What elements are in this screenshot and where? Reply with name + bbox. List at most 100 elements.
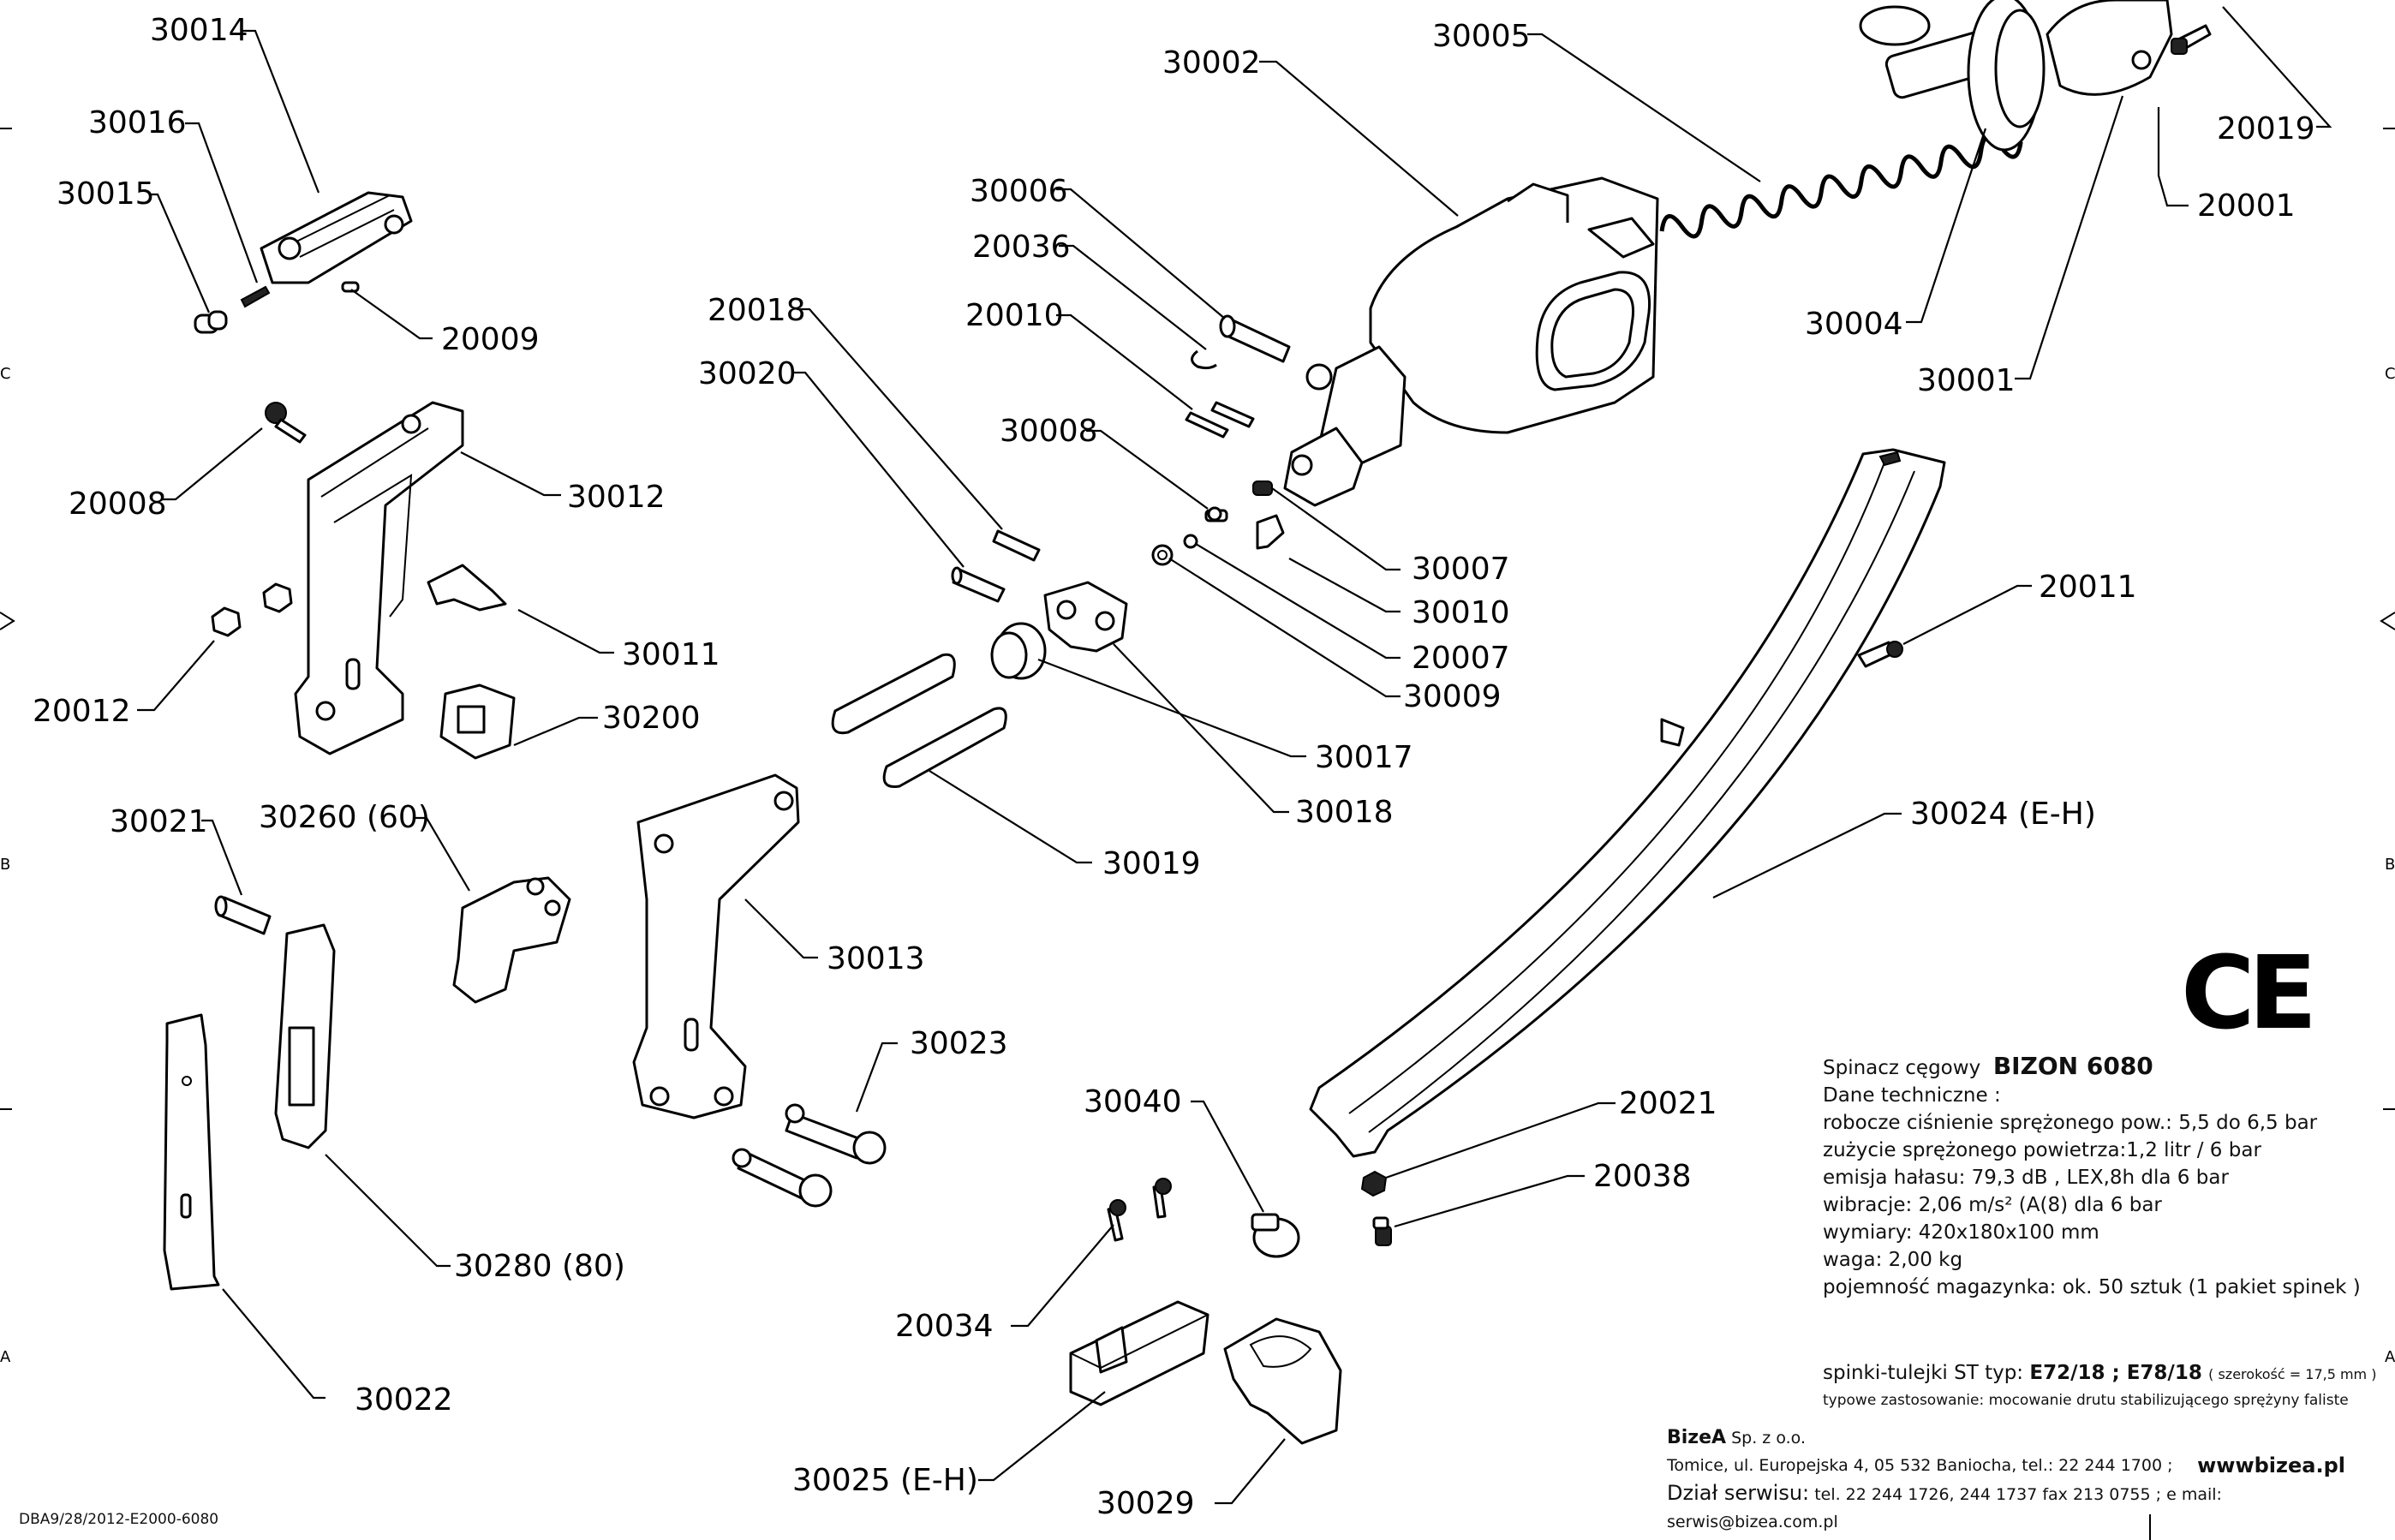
part-magazine-30024 [1309,448,1946,1158]
spec-line: zużycie sprężonego powietrza:1,2 litr / … [1823,1139,2261,1161]
callout-30022: 30022 [355,1382,453,1418]
part-clip-20036 [1191,349,1217,370]
part-nut-20021 [1360,1170,1388,1197]
part-screw-30008 [1204,506,1228,522]
part-piston-30004 [1859,0,2046,152]
callout-30020: 30020 [698,356,797,391]
part-pin-30021 [214,895,272,935]
spec-line: waga: 2,00 kg [1823,1249,1963,1271]
part-trigger-30010 [1256,514,1285,550]
callout-30019: 30019 [1102,846,1201,881]
company-name: BizeA [1667,1427,1727,1448]
company-name-line: BizeA Sp. z o.o. [1667,1424,2352,1452]
callout-20018: 20018 [708,293,806,328]
part-links-30019 [831,653,1007,789]
frame-letter-a-right: A [2385,1348,2395,1366]
callout-30012: 30012 [567,480,666,515]
callout-20038: 20038 [1593,1159,1692,1194]
callout-20021: 20021 [1619,1086,1717,1121]
clip-types-line: spinki-tulejki ST typ: E72/18 ; E78/18 (… [1823,1360,2388,1388]
part-screw-20038 [1372,1216,1392,1246]
callout-30260: 30260 (60) [259,800,430,835]
spec-line: robocze ciśnienie sprężonego pow.: 5,5 d… [1823,1112,2318,1134]
part-flat-bar-30022 [163,1013,220,1291]
callout-30021: 30021 [110,804,208,839]
company-website[interactable]: wwwbizea.pl [2197,1453,2345,1477]
part-bracket-30260 [452,876,571,1004]
callout-30023: 30023 [910,1026,1008,1061]
company-legal-form: Sp. z o.o. [1731,1429,1806,1447]
callout-30013: 30013 [827,941,925,976]
part-clevis-30018 [1043,581,1128,653]
part-callouts: 30014 30016 30015 20009 20008 30012 2001… [33,13,2315,1521]
callout-30002: 30002 [1162,45,1261,81]
part-roller-30017 [990,622,1047,680]
callout-30280: 30280 (80) [454,1249,625,1284]
callout-30016: 30016 [88,105,187,140]
callout-30008: 30008 [1000,414,1098,449]
clip-types-block: spinki-tulejki ST typ: E72/18 ; E78/18 (… [1823,1360,2388,1413]
part-washer-20007 [1183,534,1198,549]
clip-usage: typowe zastosowanie: mocowanie drutu sta… [1823,1392,2349,1409]
part-small-spring [240,285,271,308]
callout-30029: 30029 [1096,1486,1195,1521]
part-spring-30007 [1252,481,1273,496]
callout-30018: 30018 [1295,795,1394,830]
company-block: BizeA Sp. z o.o. Tomice, ul. Europejska … [1667,1424,2352,1536]
clip-types-values: E72/18 ; E78/18 [2029,1362,2202,1384]
callout-30040: 30040 [1084,1084,1182,1119]
spec-heading: Dane techniczne : [1823,1084,2001,1107]
callout-20019: 20019 [2217,111,2315,146]
spec-line: wibracje: 2,06 m/s² (A(8) dla 6 bar [1823,1194,2162,1216]
spec-line: pojemność magazynka: ok. 50 sztuk (1 pak… [1823,1276,2361,1298]
spec-title-prefix: Spinacz cęgowy [1823,1057,1981,1079]
part-nut-30009 [1151,544,1174,566]
callout-20008: 20008 [69,486,167,522]
part-pin-20018 [992,529,1041,562]
part-small-button [194,310,228,334]
callout-20012: 20012 [33,694,131,729]
callout-30015: 30015 [57,176,155,212]
part-pin-30020 [951,566,1006,603]
part-screws-20034 [1107,1178,1172,1242]
part-jaw-30029 [1223,1317,1342,1445]
frame-zone-marks [0,128,2395,1540]
part-small-pin [341,281,360,293]
callout-30005: 30005 [1432,19,1531,54]
document-id: DBA9/28/2012-E2000-6080 [19,1511,219,1528]
callout-30024: 30024 (E-H) [1910,797,2096,832]
part-cylinder-body-30002 [1283,176,1659,507]
service-line: Dział serwisu: tel. 22 244 1726, 244 173… [1667,1479,2352,1536]
callout-20036: 20036 [972,230,1071,265]
frame-letter-a-left: A [0,1348,11,1366]
clip-width-note: ( szerokość = 17,5 mm ) [2208,1366,2377,1382]
callout-30001: 30001 [1917,363,2016,398]
part-screw-20008 [265,402,307,444]
callout-30006: 30006 [970,174,1068,209]
callout-30010: 30010 [1412,595,1510,630]
callout-20009: 20009 [441,322,540,357]
part-screw-20019 [2171,24,2212,55]
spec-title-line: Spinacz cęgowy BIZON 6080 [1823,1053,2371,1082]
callout-30011: 30011 [622,637,720,672]
part-latch-30011 [427,564,507,612]
frame-letter-c-left: C [0,365,11,383]
part-side-plate-30013 [632,773,800,1119]
callout-30017: 30017 [1315,740,1413,775]
frame-letter-b-left: B [0,856,10,874]
part-feeder-head [260,191,413,284]
callout-20034: 20034 [895,1309,994,1344]
ce-mark: CE [2181,934,2317,1052]
part-clip-30040 [1251,1213,1300,1258]
part-screw-20011 [1857,641,1903,668]
callout-30007: 30007 [1412,552,1510,587]
spec-line: emisja hałasu: 79,3 dB , LEX,8h dla 6 ba… [1823,1167,2229,1189]
company-address: Tomice, ul. Europejska 4, 05 532 Banioch… [1667,1456,2173,1475]
callout-30009: 30009 [1403,679,1502,714]
part-shoulder-screws-30023 [732,1103,887,1208]
part-pin-30006 [1219,314,1291,363]
callout-30200: 30200 [602,701,701,736]
callout-20011: 20011 [2039,570,2137,605]
part-side-plate-30012 [294,401,464,755]
